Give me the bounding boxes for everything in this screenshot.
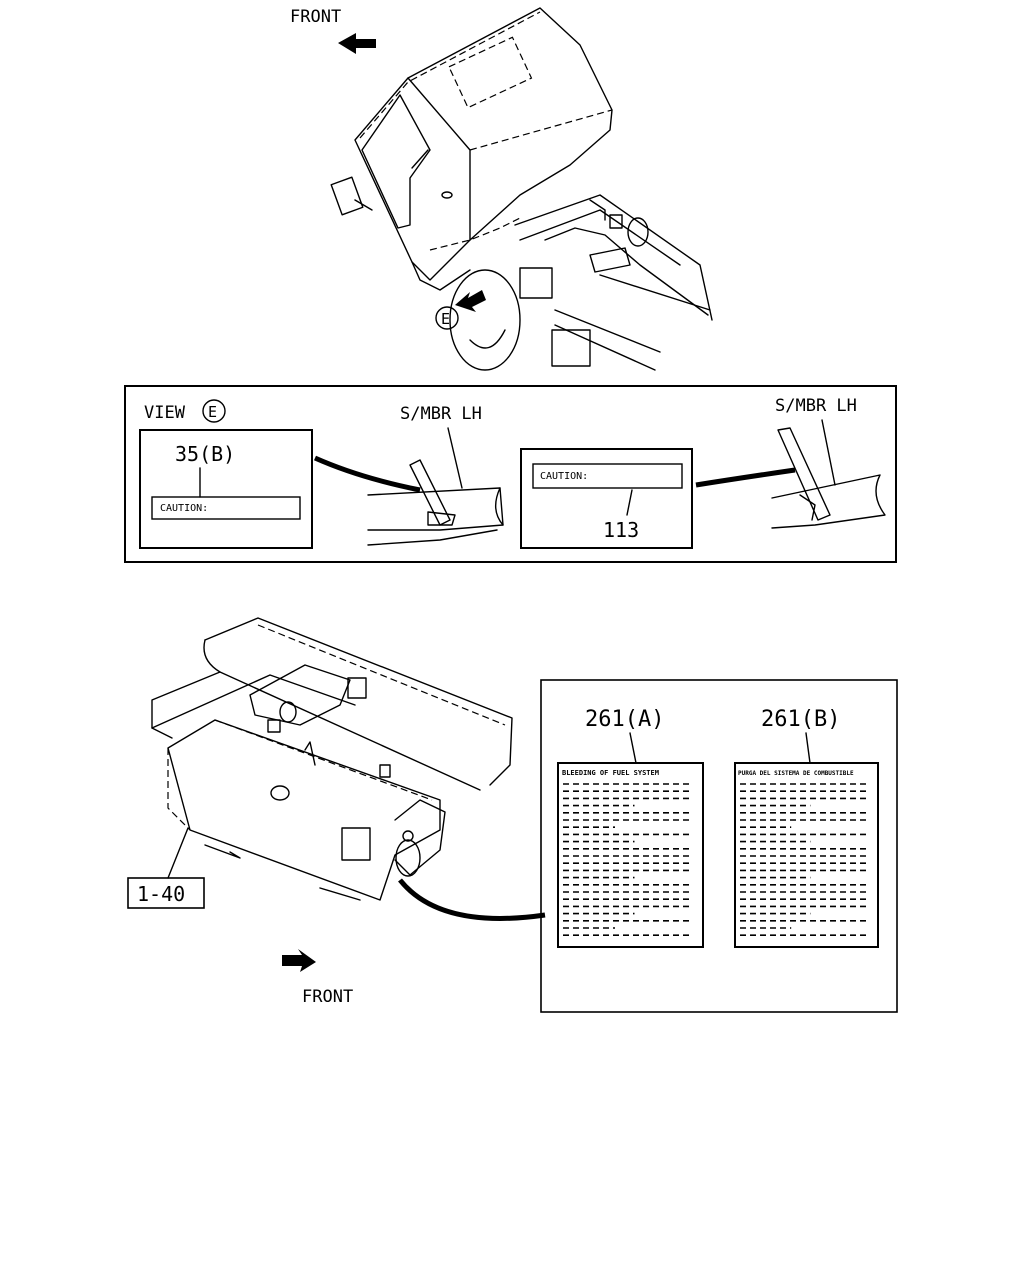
decal-261a-text-lines xyxy=(563,783,693,937)
decal-box-113 xyxy=(520,448,693,549)
view-title: VIEW xyxy=(144,403,186,423)
view-title-marker: E xyxy=(208,403,217,421)
front-label-bottom: FRONT xyxy=(302,987,353,1007)
view-e-marker: E xyxy=(441,310,450,328)
part-no-35b: 35(B) xyxy=(175,442,235,466)
view-e-arrow-icon xyxy=(455,290,486,312)
fuel-decal-panel: 261(A) BLEEDING OF FUEL SYSTEM 261(B) PU… xyxy=(540,679,898,1013)
front-arrow-icon xyxy=(338,33,376,54)
decal-261a xyxy=(557,762,704,948)
decal-261b-header: PURGA DEL SISTEMA DE COMBUSTIBLE xyxy=(738,770,854,777)
truck-cab-illustration: FRONT E xyxy=(290,7,713,371)
front-arrow-icon-bottom xyxy=(282,949,316,972)
ref-box-label: 1-40 xyxy=(137,882,185,906)
view-e-panel: VIEW E 35(B) CAUTION: S/MBR LH CAUTION: … xyxy=(124,385,897,563)
part-no-113: 113 xyxy=(603,518,639,542)
view-e-marker-circle xyxy=(435,306,459,330)
decal-261b-text-lines xyxy=(740,783,868,937)
front-label-top: FRONT xyxy=(290,7,341,27)
part-no-261b: 261(B) xyxy=(761,707,840,732)
part-no-261a: 261(A) xyxy=(585,707,664,732)
caution-text-113: CAUTION: xyxy=(540,471,588,482)
s-mbr-lh-label-right: S/MBR LH xyxy=(775,396,857,416)
decal-261a-header: BLEEDING OF FUEL SYSTEM xyxy=(562,769,659,777)
decal-box-35b xyxy=(139,429,313,549)
s-mbr-lh-label-left: S/MBR LH xyxy=(400,404,482,424)
decal-261b xyxy=(734,762,879,948)
caution-text-35b: CAUTION: xyxy=(160,503,208,514)
fuel-tank-illustration: 1-40 FRONT xyxy=(127,617,546,1007)
ref-box-1-40 xyxy=(127,877,205,909)
